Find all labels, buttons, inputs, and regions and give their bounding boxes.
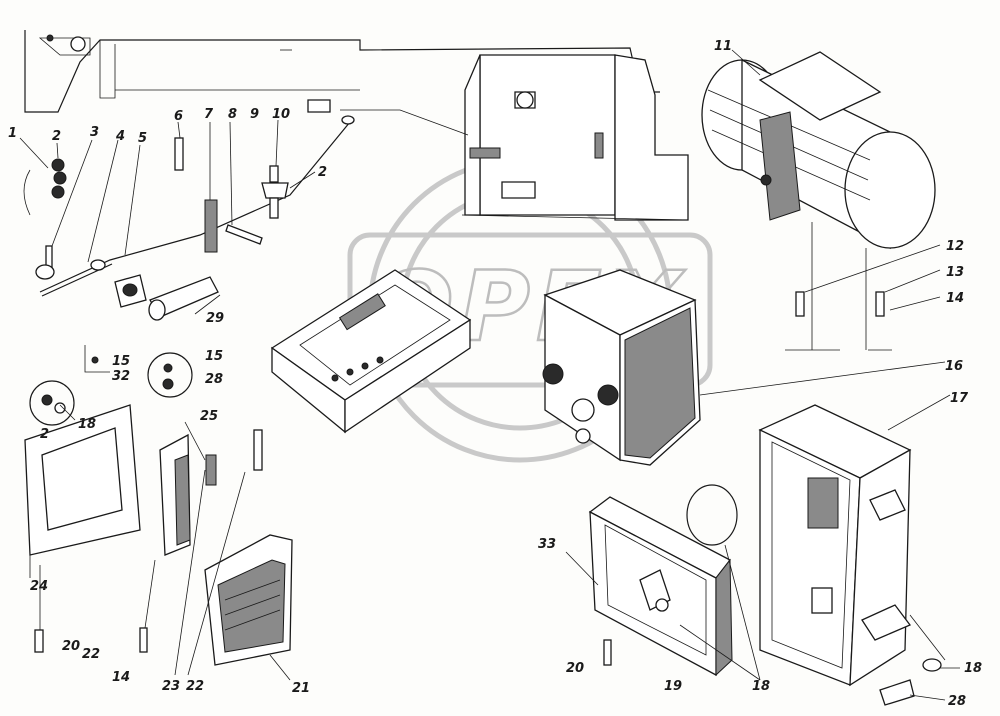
label: 10: [272, 107, 290, 122]
label: 23: [162, 679, 180, 694]
box-21: [204, 534, 293, 666]
label: 16: [945, 359, 963, 374]
cabinet-17: [758, 404, 946, 706]
label: 9: [250, 107, 259, 122]
motor-11: [701, 51, 936, 351]
gasket-24: [24, 380, 141, 653]
label: 20: [566, 661, 584, 676]
label: 25: [200, 409, 218, 424]
label: 15: [205, 349, 223, 364]
label: 6: [174, 109, 183, 124]
label: 1: [8, 126, 17, 141]
label: 8: [228, 107, 237, 122]
label: 22: [82, 647, 100, 662]
label: 2: [318, 165, 327, 180]
fasteners-group-1: [23, 137, 289, 280]
label: 21: [292, 681, 310, 696]
label: 28: [948, 694, 966, 709]
label: 18: [964, 661, 982, 676]
main-housing: [307, 54, 689, 221]
label: 20: [62, 639, 80, 654]
label: 14: [946, 291, 964, 306]
label: 14: [112, 670, 130, 685]
bracket-25: [139, 429, 263, 653]
label: 24: [30, 579, 48, 594]
label: 7: [204, 107, 214, 122]
leader-lines: [19, 49, 960, 701]
lever-29: [114, 274, 219, 321]
label: 18: [752, 679, 770, 694]
label: 3: [90, 125, 99, 140]
callout-labels: 1 2 3 4 5 6 7 8 9 10 2 11 12 13 14 15 32…: [8, 39, 982, 709]
label: 28: [205, 372, 223, 387]
tray-unit: [270, 269, 472, 434]
label: 2: [40, 427, 49, 442]
label: 22: [186, 679, 204, 694]
label: 19: [664, 679, 682, 694]
label: 33: [538, 537, 556, 552]
label: 11: [714, 39, 732, 54]
label: 12: [946, 239, 964, 254]
label: 29: [206, 311, 224, 326]
detail-circles: [84, 345, 193, 398]
label: 4: [115, 129, 125, 144]
control-block-16: [542, 269, 701, 466]
label: 13: [946, 265, 964, 280]
label: 15: [112, 354, 130, 369]
plate-19: [588, 484, 738, 677]
label: 17: [950, 391, 969, 406]
label: 2: [52, 129, 61, 144]
label: 32: [112, 369, 130, 384]
label: 5: [138, 131, 147, 146]
cable-harness: [39, 115, 355, 297]
label: 18: [78, 417, 96, 432]
